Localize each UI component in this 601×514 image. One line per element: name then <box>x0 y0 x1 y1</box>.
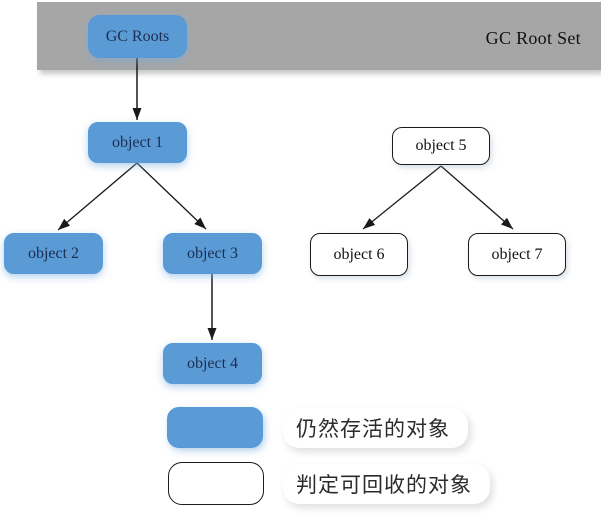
node-object-6: object 6 <box>310 233 408 276</box>
edge-object1-object3 <box>136 162 207 230</box>
edge-object5-object7 <box>440 165 514 230</box>
legend-swatch-alive <box>167 407 263 448</box>
legend-swatch-recyclable <box>168 462 264 505</box>
node-object-5: object 5 <box>392 127 490 165</box>
node-object-4: object 4 <box>163 343 262 384</box>
gc-root-set-label: GC Root Set <box>485 28 581 48</box>
node-object-1: object 1 <box>88 122 187 163</box>
node-object-3: object 3 <box>163 233 262 274</box>
edge-object1-object2 <box>57 162 138 231</box>
legend-label-recyclable: 判定可回收的对象 <box>283 464 490 504</box>
node-gc-roots: GC Roots <box>88 15 187 58</box>
node-object-7: object 7 <box>468 233 566 276</box>
legend-label-alive: 仍然存活的对象 <box>283 408 468 448</box>
node-object-2: object 2 <box>4 233 103 274</box>
edge-object5-object6 <box>362 165 442 230</box>
